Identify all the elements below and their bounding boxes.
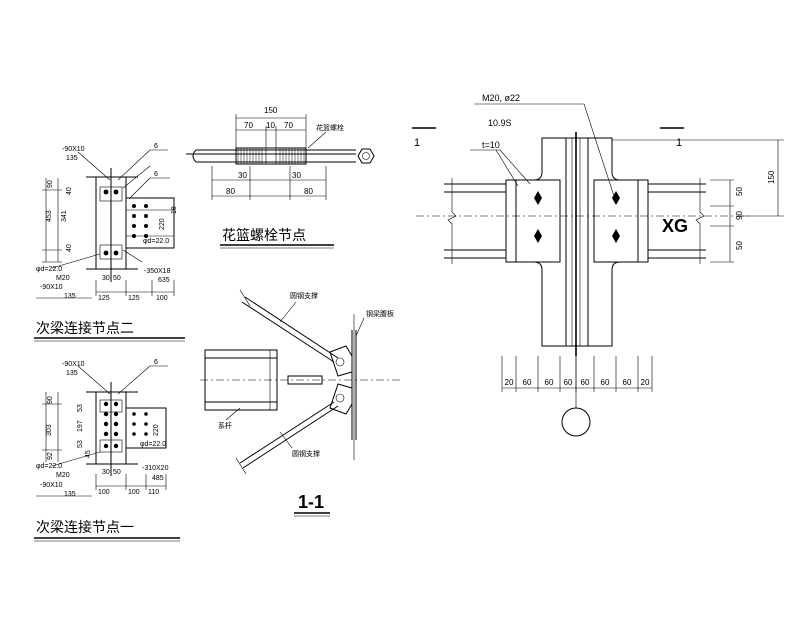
dim-30: 30: [102, 275, 110, 282]
dim-50b-xg: 50: [735, 241, 744, 250]
dim-220-1: 220: [153, 424, 160, 436]
cross-plate: [505, 137, 649, 347]
dim-197: 197: [77, 420, 84, 432]
title-section: 1-1: [298, 492, 324, 512]
label-tie: 系杆: [218, 421, 232, 430]
dim-150: 150: [264, 106, 278, 115]
label-plate-top-len: 135: [66, 155, 78, 162]
label-hole-left: φd=22.0: [36, 266, 62, 273]
label-hole-right: φd=22.0: [143, 238, 169, 245]
label-bolt-1: M20: [56, 472, 70, 479]
label-thickness: t=10: [482, 140, 500, 150]
label-plate-top-len-1: 135: [66, 370, 78, 377]
dim-40a: 40: [66, 187, 73, 195]
label-end-plate-1: -310X20: [142, 465, 169, 472]
dim-341: 341: [61, 210, 68, 222]
dim-80b: 80: [304, 187, 313, 196]
bottom-dim-0: 20: [505, 378, 514, 387]
dim-30b: 30: [292, 171, 301, 180]
title-secondary-beam-2: 次梁连接节点二: [36, 320, 134, 336]
label-plate-top: -90X10: [62, 146, 85, 153]
label-plate-bot-len: 135: [64, 293, 76, 300]
bottom-dim-1: 60: [523, 378, 532, 387]
dim-53: 53: [77, 404, 84, 412]
dim-18: 18: [171, 206, 178, 214]
axis-bubble: [561, 407, 591, 437]
label-plate-bot-1: -90X10: [40, 482, 63, 489]
label-weld-b: 6: [154, 171, 158, 178]
dim-30a: 30: [238, 171, 247, 180]
dim-30-1: 30: [102, 469, 110, 476]
bottom-dim-7: 20: [641, 378, 650, 387]
label-bolt: M20: [56, 275, 70, 282]
dim-90: 90: [47, 180, 54, 188]
bolts-xg: [534, 191, 620, 243]
bottom-dim-3: 60: [564, 378, 573, 387]
label-gusset: 钢梁腹板: [366, 309, 394, 318]
splice-plate-right: [593, 179, 639, 263]
label-end-len-1: 485: [152, 475, 164, 482]
label-member: XG: [662, 216, 688, 236]
label-end-plate: -350X18: [144, 268, 171, 275]
dim-90-1: 90: [47, 396, 54, 404]
detail-turnbuckle: 150 70 10 70 30 30 80 80 花篮螺栓 花篮螺栓节点: [186, 106, 375, 249]
bottom-dims: 20 60 60 60 60 60 60 20: [505, 378, 650, 387]
label-weld-a: 6: [154, 143, 158, 150]
dim-110: 110: [148, 489, 159, 496]
dim-45: 45: [85, 450, 92, 458]
dim-453: 453: [46, 210, 53, 222]
dim-125b: 125: [128, 295, 140, 302]
bolt-group: [103, 189, 119, 256]
dim-220: 220: [159, 218, 166, 230]
label-hole-right-1: φd=22.0: [140, 441, 166, 448]
lug-top: [329, 345, 353, 377]
label-end-len: 635: [158, 277, 170, 284]
detail-xg-joint: 1 1: [412, 93, 784, 437]
section-mark-left: 1: [414, 137, 420, 149]
dim-90-xg: 90: [735, 211, 744, 220]
label-turnbuckle: 花篮螺栓: [316, 123, 344, 132]
label-grade: 10.9S: [488, 118, 512, 128]
dim-70a: 70: [244, 121, 253, 130]
dim-125a: 125: [98, 295, 110, 302]
splice-plate-left: [515, 179, 561, 263]
dim-10: 10: [266, 121, 275, 130]
dim-100: 100: [156, 295, 168, 302]
label-brace-top: 圆钢支撑: [290, 291, 318, 300]
dim-100b: 100: [128, 489, 140, 496]
label-plate-bot-len-1: 135: [64, 491, 76, 498]
dim-92: 92: [47, 452, 54, 460]
dim-50a-xg: 50: [735, 187, 744, 196]
label-weld-1: 6: [154, 359, 158, 366]
label-bolt-spec: M20, ø22: [482, 93, 520, 103]
bottom-dim-4: 60: [581, 378, 590, 387]
bottom-dim-5: 60: [601, 378, 610, 387]
lug-bottom: [329, 383, 353, 415]
dim-70b: 70: [284, 121, 293, 130]
bottom-dim-2: 60: [545, 378, 554, 387]
detail-section-1-1: 圆钢支撑 钢梁腹板 圆钢支撑 系杆 1-1: [200, 289, 400, 517]
thread-hatch: [237, 148, 305, 164]
bottom-dim-6: 60: [623, 378, 632, 387]
dim-50: 50: [113, 275, 121, 282]
label-plate-top-1: -90X10: [62, 361, 85, 368]
connection-plate: [125, 197, 175, 249]
dim-303: 303: [46, 424, 53, 436]
dim-80a: 80: [226, 187, 235, 196]
dim-100a: 100: [98, 489, 110, 496]
dim-40b: 40: [66, 244, 73, 252]
title-secondary-beam-1: 次梁连接节点一: [36, 519, 134, 535]
detail-secondary-beam-1: -90X10 135 6 90 303 92 53 197 53 45 220 …: [34, 359, 180, 542]
label-brace-bottom: 圆钢支撑: [292, 449, 320, 458]
nut: [357, 148, 375, 164]
label-hole-left-1: φd=22.0: [36, 463, 62, 470]
dim-50-1: 50: [113, 469, 121, 476]
detail-secondary-beam-2: -90X10 135 6 6 90 453 341 40 40 220 18 φ…: [34, 143, 185, 342]
label-plate-bot: -90X10: [40, 284, 63, 291]
title-turnbuckle: 花篮螺栓节点: [222, 227, 306, 243]
section-mark-right: 1: [676, 137, 682, 149]
dim-150-xg: 150: [767, 170, 776, 184]
dim-53b: 53: [77, 440, 84, 448]
